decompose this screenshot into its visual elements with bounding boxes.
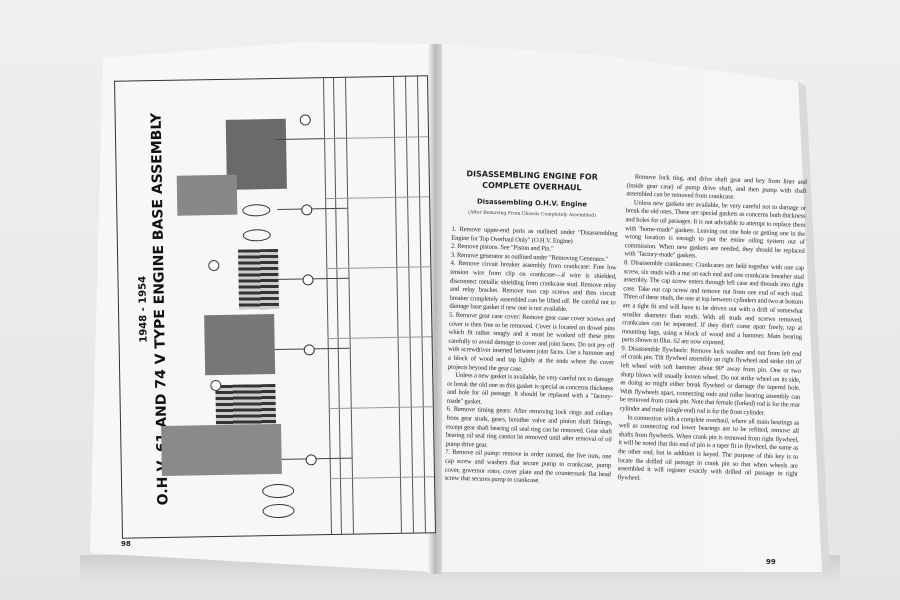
paragraph: Unless a new gasket is available, be ver…	[446, 371, 614, 406]
callout-marker	[208, 259, 220, 272]
paragraph: 5. Remove gear case cover: Remove gear c…	[447, 311, 616, 373]
text-column-2: Remove lock ring, and drive shaft gear a…	[617, 173, 807, 488]
washer-part	[262, 483, 295, 499]
callout-marker	[299, 114, 311, 126]
parts-list-table	[323, 76, 435, 535]
flywheel-part	[204, 314, 276, 376]
paragraph: Unless new gaskets are available, be ver…	[624, 199, 807, 260]
roller-bearing-part	[215, 384, 277, 426]
bearing-part	[237, 248, 280, 310]
crankcase-half-part	[161, 423, 282, 476]
text-column-1: 1. Remove upper-end parts as outlined un…	[444, 226, 617, 488]
paragraph: 4. Remove circuit breaker assembly from …	[449, 260, 617, 314]
callout-marker	[305, 454, 317, 466]
callout-marker	[301, 204, 313, 216]
section-heading: DISASSEMBLING ENGINE FOR COMPLETE OVERHA…	[466, 169, 598, 193]
washer-part	[262, 503, 295, 519]
paragraph: 9. Disassemble flywheels: Remove lock wa…	[619, 345, 802, 417]
crankcase-part	[176, 174, 238, 216]
engine-base-assembly-diagram: 1948 - 1954 O.H.V. 61 AND 74 V TYPE ENGI…	[114, 75, 436, 539]
callout-marker	[303, 344, 315, 356]
paragraph: 8. Disassemble crankcases: Crankcases ar…	[621, 259, 805, 347]
ring-part	[242, 204, 271, 217]
page-number-right: 99	[766, 558, 776, 566]
paragraph: 7. Remove oil pump: remove in order name…	[444, 449, 612, 485]
paragraph: In connection with a complete overhaul, …	[617, 414, 800, 482]
callout-marker	[302, 274, 314, 286]
page-number-left: 98	[121, 540, 131, 548]
paragraph: 6. Remove timing gears: After removing l…	[445, 406, 613, 449]
ring-part	[242, 229, 271, 242]
